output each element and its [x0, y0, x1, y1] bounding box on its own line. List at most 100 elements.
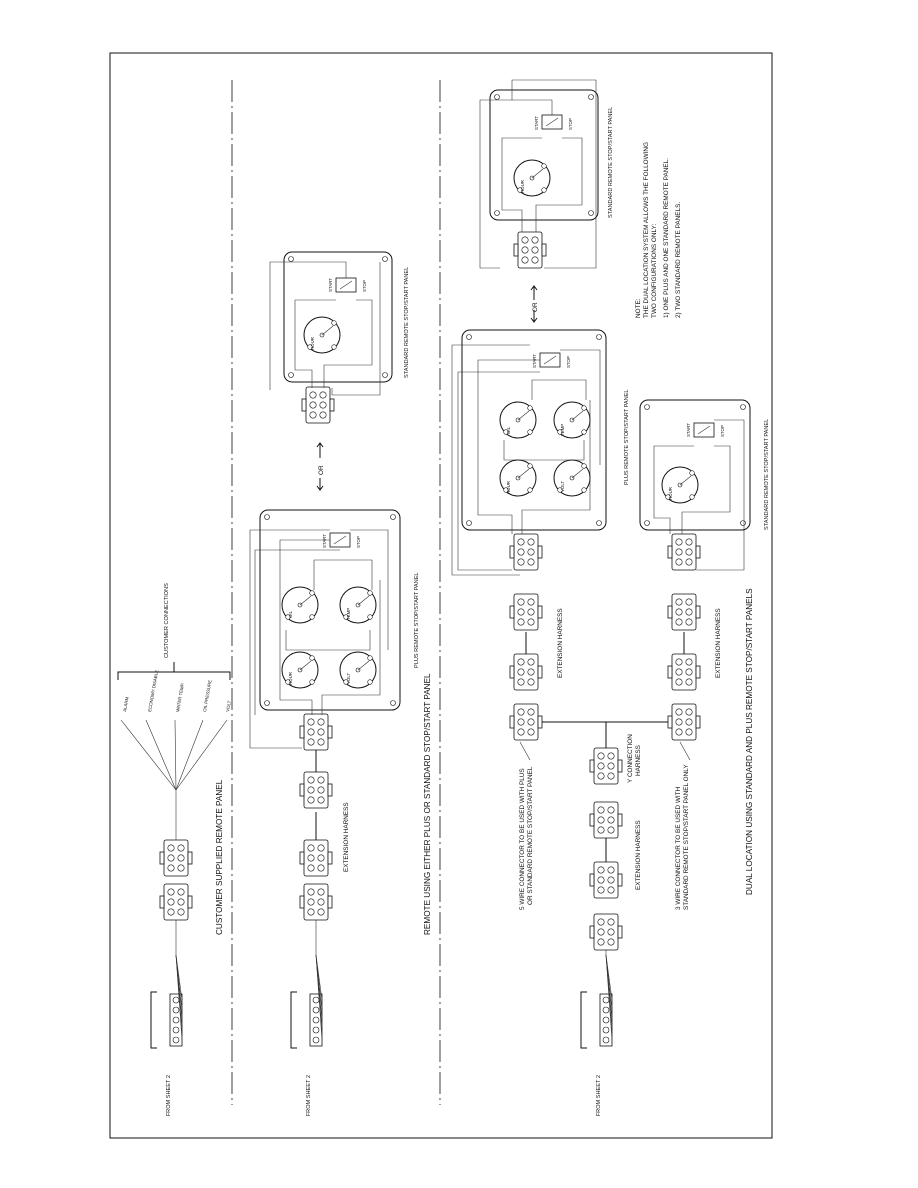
dual-or-label: OR [532, 302, 539, 312]
fan-wires [315, 920, 323, 1041]
from-sheet-label: FROM SHEET 2 [166, 1075, 172, 1116]
from-sheet-label: FROM SHEET 2 [596, 1075, 602, 1116]
note-line-3: 1) ONE PLUS AND ONE STANDARD REMOTE PANE… [663, 158, 670, 318]
y-connection-harness [589, 747, 623, 785]
start-label: START [534, 116, 539, 130]
y-connection-label-1: Y CONNECTION [627, 734, 634, 783]
section-separators [231, 80, 441, 1105]
right-extension-receptacle [667, 593, 701, 631]
dual-standard-panel-label-upper: STANDARD REMOTE STOP/START PANEL [608, 107, 614, 218]
note-heading: NOTE: [635, 298, 642, 318]
five-wire-connector [509, 703, 543, 741]
plus-remote-panel: HOUR OIL VOLT TEMP START STOP [249, 509, 401, 749]
y-connection-label-2: HARNESS [635, 745, 642, 776]
wire-label-alarm: ALARM [122, 696, 130, 712]
three-wire-connector [667, 703, 701, 741]
dual-standard-remote-panel-lower: HOUR START STOP [639, 399, 751, 571]
customer-connections-label: CUSTOMER CONNECTIONS [164, 583, 170, 658]
start-stop-switch [541, 114, 563, 130]
fan-wires [175, 920, 183, 1041]
connector-plug [159, 883, 193, 921]
wire-label-water-temp: WATER TEMP. [175, 682, 185, 712]
dual-standard-remote-panel-upper: HOUR START STOP [479, 79, 599, 269]
connector-plug [589, 913, 623, 951]
stop-label: STOP [356, 536, 361, 548]
start-stop-switch [329, 532, 351, 548]
customer-bracket [117, 671, 231, 680]
start-label: START [328, 278, 333, 292]
extension-harness-label: EXTENSION HARNESS [635, 820, 642, 890]
volt-label: VOLT [560, 481, 565, 492]
connector-receptacle [159, 839, 193, 877]
dual-plus-remote-panel: HOUR OIL VOLT TEMP START STOP [451, 329, 607, 576]
right-extension-label: EXTENSION HARNESS [715, 608, 722, 678]
dual-section-title: DUAL LOCATION USING STANDARD AND PLUS RE… [745, 588, 754, 895]
temp-label: TEMP [560, 424, 565, 436]
three-wire-note-2: STANDARD REMOTE STOP/START PANEL ONLY [683, 764, 690, 910]
left-extension-label: EXTENSION HARNESS [557, 608, 564, 678]
left-extension-receptacle [509, 593, 543, 631]
or-label: OR [318, 465, 325, 475]
volt-label: VOLT [346, 673, 351, 684]
wire-label-economy: ECONOMY DISABLE [147, 670, 159, 713]
start-label: START [686, 423, 691, 437]
upper-standard-panel-connector [513, 231, 547, 269]
extension-harness-plug [589, 861, 623, 899]
five-wire-note-2: OR STANDARD REMOTE STOP/START PANEL [527, 766, 534, 905]
standard-panel-connector [301, 386, 335, 424]
three-wire-note-1: 3 WIRE CONNECTOR TO BE USED WITH [675, 786, 682, 910]
right-extension-plug [667, 653, 701, 691]
or-indicator: OR [316, 442, 325, 491]
standard-remote-panel: HOUR START STOP [269, 251, 393, 396]
start-stop-switch [539, 352, 561, 368]
terminal-bracket [290, 991, 297, 1049]
section-remote-panel: FROM SHEET 2 EXTENSION HARNESS [249, 251, 432, 1116]
dual-or-indicator: OR [530, 285, 539, 323]
dual-location-note: NOTE: THE DUAL LOCATION SYSTEM ALLOWS TH… [635, 142, 682, 318]
sheet-border [109, 52, 773, 1139]
hour-label: HOUR [310, 337, 315, 350]
extension-harness-receptacle [299, 771, 333, 809]
customer-wire-labels: ALARM ECONOMY DISABLE WATER TEMP. OIL PR… [122, 670, 232, 713]
start-label: START [322, 534, 327, 548]
plus-panel-label: PLUS REMOTE STOP/START PANEL [414, 572, 420, 668]
wire-label-oil-pressure: OIL PRESSURE [202, 679, 213, 712]
start-stop-switch [335, 277, 357, 293]
dual-standard-panel-label-lower: STANDARD REMOTE STOP/START PANEL [764, 419, 770, 530]
oil-label: OIL [288, 610, 293, 618]
standard-panel-connector [667, 533, 701, 571]
remote-section-title: REMOTE USING EITHER PLUS OR STANDARD STO… [423, 673, 432, 935]
section-customer-supplied: FROM SHEET 2 CUSTOMER CONNECTIONS ALARM … [117, 583, 232, 1116]
connector-plug [299, 883, 333, 921]
temp-label: TEMP [346, 608, 351, 620]
extension-harness-label: EXTENSION HARNESS [343, 802, 350, 872]
plus-panel-connector [509, 533, 543, 571]
extension-harness-plug [299, 839, 333, 877]
section-dual-location: FROM SHEET 2 EXTENSION HARNESS Y CONNECT… [451, 79, 770, 1116]
wire-label-volt: VOLT [225, 700, 232, 712]
oil-label: OIL [506, 426, 511, 434]
stop-label: STOP [568, 118, 573, 130]
terminal-bracket [580, 991, 587, 1049]
stop-label: STOP [362, 280, 367, 292]
note-line-2: TWO CONFIGURATIONS ONLY: [651, 224, 658, 318]
hour-label: HOUR [668, 487, 673, 500]
start-stop-switch [693, 422, 715, 438]
note-line-4: 2) TWO STANDARD REMOTE PANELS. [675, 202, 682, 318]
note-line-1: THE DUAL LOCATION SYSTEM ALLOWS THE FOLL… [643, 142, 650, 318]
stop-label: STOP [566, 356, 571, 368]
from-sheet-label: FROM SHEET 2 [306, 1075, 312, 1116]
five-wire-leader [519, 741, 531, 761]
hour-label: HOUR [520, 180, 525, 193]
plus-panel-connector [299, 713, 333, 751]
hour-label: HOUR [506, 481, 511, 494]
three-wire-leader [679, 741, 691, 761]
standard-panel-label: STANDARD REMOTE STOP/START PANEL [404, 267, 410, 378]
terminal-bracket [150, 991, 157, 1049]
fan-wires [605, 950, 613, 1041]
customer-section-title: CUSTOMER SUPPLIED REMOTE PANEL [215, 779, 224, 935]
left-extension-plug [509, 653, 543, 691]
customer-fan-wires [120, 719, 228, 840]
stop-label: STOP [720, 425, 725, 437]
